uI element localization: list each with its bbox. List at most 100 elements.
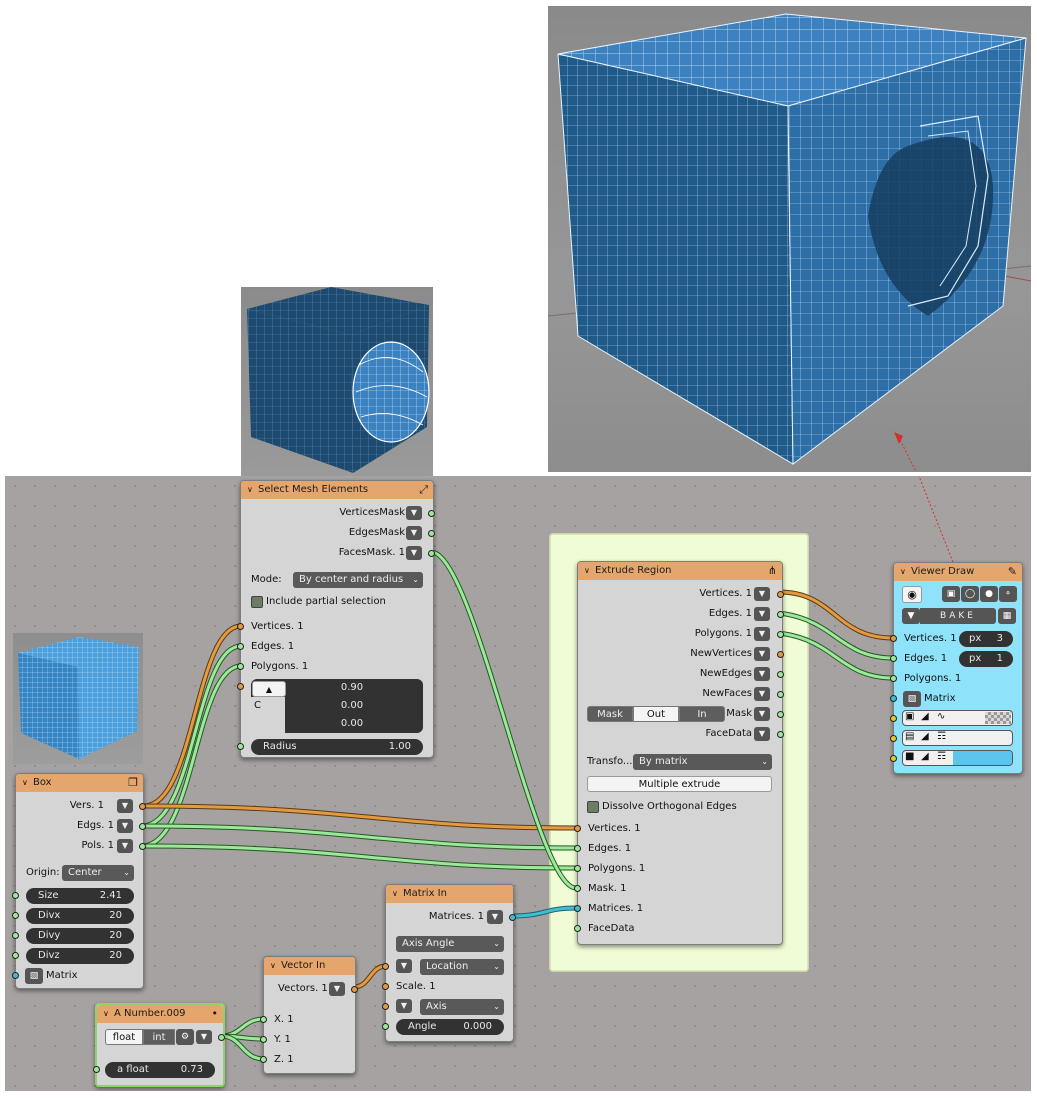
output-dropdown[interactable]: ▼ — [117, 799, 133, 813]
radius-socket[interactable] — [237, 743, 244, 750]
size-socket[interactable] — [12, 892, 19, 899]
edge-color-row[interactable]: ▤ ◢ ☶ — [902, 730, 1013, 746]
collapse-chevron-icon[interactable]: ∨ — [247, 485, 253, 494]
output-socket[interactable] — [777, 671, 784, 678]
output-socket[interactable] — [139, 803, 146, 810]
viewport-preview-sphere[interactable] — [241, 287, 433, 476]
face-color-socket[interactable] — [890, 755, 897, 762]
node-header[interactable]: ∨Vector In — [264, 957, 355, 975]
multiple-extrude-button[interactable]: Multiple extrude — [587, 776, 772, 792]
angle-socket[interactable] — [382, 1023, 389, 1030]
input-socket[interactable] — [260, 1036, 267, 1043]
output-dropdown[interactable]: ▼ — [754, 727, 770, 741]
node-header[interactable]: ∨Extrude Region⋔ — [578, 562, 782, 580]
axis-select[interactable]: Axis⌄ — [420, 999, 504, 1015]
node-vector-in[interactable]: ∨Vector In Vectors. 1 ▼ X. 1 Y. 1 Z. 1 — [260, 956, 358, 1074]
output-socket[interactable] — [428, 510, 435, 517]
output-socket[interactable] — [428, 550, 435, 557]
input-socket[interactable] — [574, 845, 581, 852]
output-socket[interactable] — [777, 591, 784, 598]
output-dropdown[interactable]: ▼ — [754, 707, 770, 721]
bake-arrow-icon[interactable]: ▼ — [902, 608, 920, 624]
output-dropdown[interactable]: ▼ — [196, 1030, 212, 1044]
center-x[interactable]: 0.90 — [340, 682, 364, 693]
output-socket[interactable] — [777, 651, 784, 658]
input-socket[interactable] — [890, 675, 897, 682]
input-socket[interactable] — [574, 885, 581, 892]
collapse-chevron-icon[interactable]: ∨ — [900, 567, 906, 576]
viewport-main[interactable] — [548, 6, 1031, 472]
node-matrix-in[interactable]: ∨Matrix In Matrices. 1 ▼ Axis Angle⌄ ▼ L… — [382, 884, 516, 1042]
center-socket[interactable] — [237, 683, 244, 690]
collapse-chevron-icon[interactable]: ∨ — [103, 1009, 109, 1018]
input-socket[interactable] — [237, 623, 244, 630]
output-dropdown[interactable]: ▼ — [754, 587, 770, 601]
collapse-chevron-icon[interactable]: ∨ — [270, 961, 276, 970]
input-socket[interactable] — [890, 695, 897, 702]
output-socket[interactable] — [777, 611, 784, 618]
input-socket[interactable] — [890, 655, 897, 662]
collapse-chevron-icon[interactable]: ∨ — [22, 778, 28, 787]
location-socket[interactable] — [382, 963, 389, 970]
divy-socket[interactable] — [12, 932, 19, 939]
matrix-socket[interactable] — [12, 972, 19, 979]
collapse-chevron-icon[interactable]: ∨ — [584, 566, 590, 575]
output-dropdown[interactable]: ▼ — [754, 667, 770, 681]
face-color-row[interactable]: ■ ◢ ☶ — [902, 750, 1013, 766]
transform-select[interactable]: By matrix⌄ — [633, 754, 772, 770]
display-verts-icon[interactable]: ▣ — [942, 586, 960, 602]
input-socket[interactable] — [93, 1066, 100, 1073]
output-socket[interactable] — [777, 631, 784, 638]
display-edges-icon[interactable]: ◯ — [961, 586, 979, 602]
node-header[interactable]: ∨Viewer Draw✎ — [894, 563, 1022, 581]
partial-selection-checkbox[interactable] — [251, 596, 263, 608]
output-dropdown[interactable]: ▼ — [754, 647, 770, 661]
node-viewer-draw[interactable]: ∨Viewer Draw✎ ◉ ▣ ◯ ● ⚬ ▼ BAKE ▦ Vertice… — [890, 562, 1023, 774]
output-dropdown[interactable]: ▼ — [487, 910, 503, 924]
location-dropdown[interactable]: ▼ — [396, 959, 412, 973]
node-editor[interactable]: ∨Select Mesh Elements⤢ VerticesMask ▼ Ed… — [5, 476, 1031, 1091]
origin-select[interactable]: Center⌄ — [62, 865, 134, 881]
number-settings-icon[interactable]: ⚙ — [176, 1029, 194, 1045]
output-dropdown[interactable]: ▼ — [329, 982, 345, 996]
eye-icon[interactable]: ◉ — [902, 586, 922, 603]
center-y[interactable]: 0.00 — [340, 700, 364, 711]
output-socket[interactable] — [777, 691, 784, 698]
shading-icon[interactable]: ⚬ — [999, 586, 1017, 602]
output-dropdown[interactable]: ▼ — [754, 687, 770, 701]
output-socket[interactable] — [139, 843, 146, 850]
input-socket[interactable] — [574, 925, 581, 932]
out-button[interactable]: Out — [633, 706, 679, 722]
scale-socket[interactable] — [382, 983, 389, 990]
divx-socket[interactable] — [12, 912, 19, 919]
output-socket[interactable] — [428, 530, 435, 537]
output-socket[interactable] — [218, 1034, 225, 1041]
input-socket[interactable] — [574, 865, 581, 872]
viewport-box-preview[interactable] — [13, 633, 143, 764]
output-dropdown[interactable]: ▼ — [406, 546, 422, 560]
output-dropdown[interactable]: ▼ — [117, 839, 133, 853]
axis-socket[interactable] — [382, 1003, 389, 1010]
vertex-color-socket[interactable] — [890, 715, 897, 722]
mask-button[interactable]: Mask — [587, 706, 633, 722]
in-button[interactable]: In — [679, 706, 725, 722]
output-socket[interactable] — [777, 711, 784, 718]
input-socket[interactable] — [237, 643, 244, 650]
input-socket[interactable] — [574, 825, 581, 832]
output-dropdown[interactable]: ▼ — [754, 607, 770, 621]
float-button[interactable]: float — [105, 1029, 143, 1045]
collapse-chevron-icon[interactable]: ∨ — [392, 889, 398, 898]
input-socket[interactable] — [574, 905, 581, 912]
node-header[interactable]: ∨Box❐ — [16, 774, 143, 792]
output-socket[interactable] — [509, 914, 516, 921]
node-box[interactable]: ∨Box❐ Vers. 1 ▼ Edgs. 1 ▼ Pols. 1 ▼ Orig… — [12, 773, 146, 989]
axis-dropdown[interactable]: ▼ — [396, 999, 412, 1013]
node-header[interactable]: ∨Matrix In — [386, 885, 513, 903]
output-dropdown[interactable]: ▼ — [117, 819, 133, 833]
